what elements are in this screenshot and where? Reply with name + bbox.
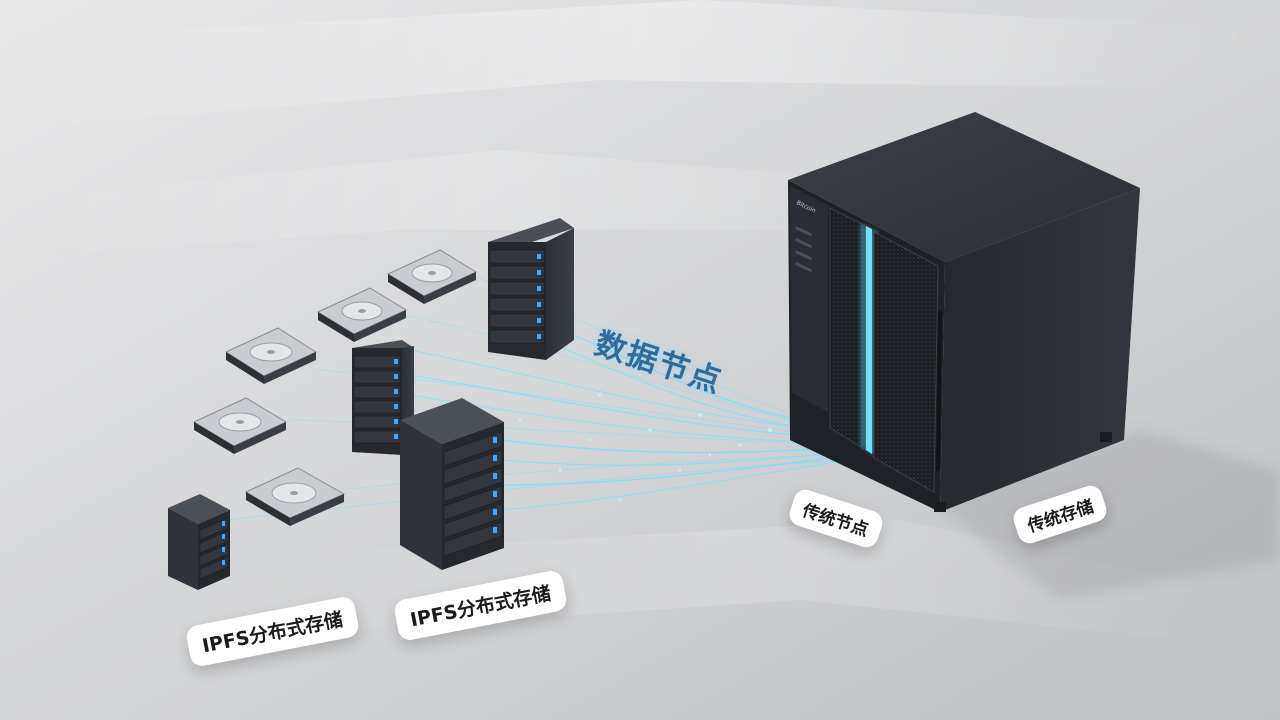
stream-sparks	[518, 373, 772, 502]
data-stream-icon	[224, 274, 851, 521]
server-rack-icon	[168, 494, 230, 590]
hard-drive-icon	[386, 249, 478, 304]
server-rack-icon	[488, 218, 574, 360]
hard-drive-icon	[316, 287, 408, 342]
hard-drive-icon	[244, 467, 346, 526]
hard-drive-icon	[192, 397, 288, 454]
server-rack-icon	[400, 398, 504, 570]
hard-drive-icon	[224, 327, 318, 384]
nas-device-icon: Bitcoin	[788, 112, 1140, 512]
